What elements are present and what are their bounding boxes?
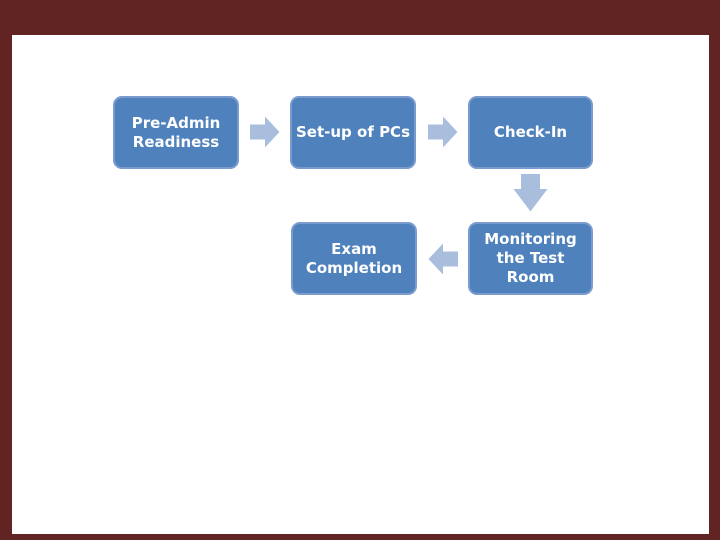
flow-node-set-up-of-pcs: Set-up of PCs xyxy=(290,96,416,169)
arrow-left-icon xyxy=(428,243,458,275)
flow-node-exam-completion: Exam Completion xyxy=(291,222,417,295)
flow-node-check-in: Check-In xyxy=(468,96,593,169)
flow-node-monitoring-the-test-room: Monitoring the Test Room xyxy=(468,222,593,295)
arrow-right-icon xyxy=(250,116,280,148)
arrow-down-icon xyxy=(513,174,548,212)
flow-node-pre-admin-readiness: Pre-Admin Readiness xyxy=(113,96,239,169)
arrow-right-icon xyxy=(428,116,458,148)
